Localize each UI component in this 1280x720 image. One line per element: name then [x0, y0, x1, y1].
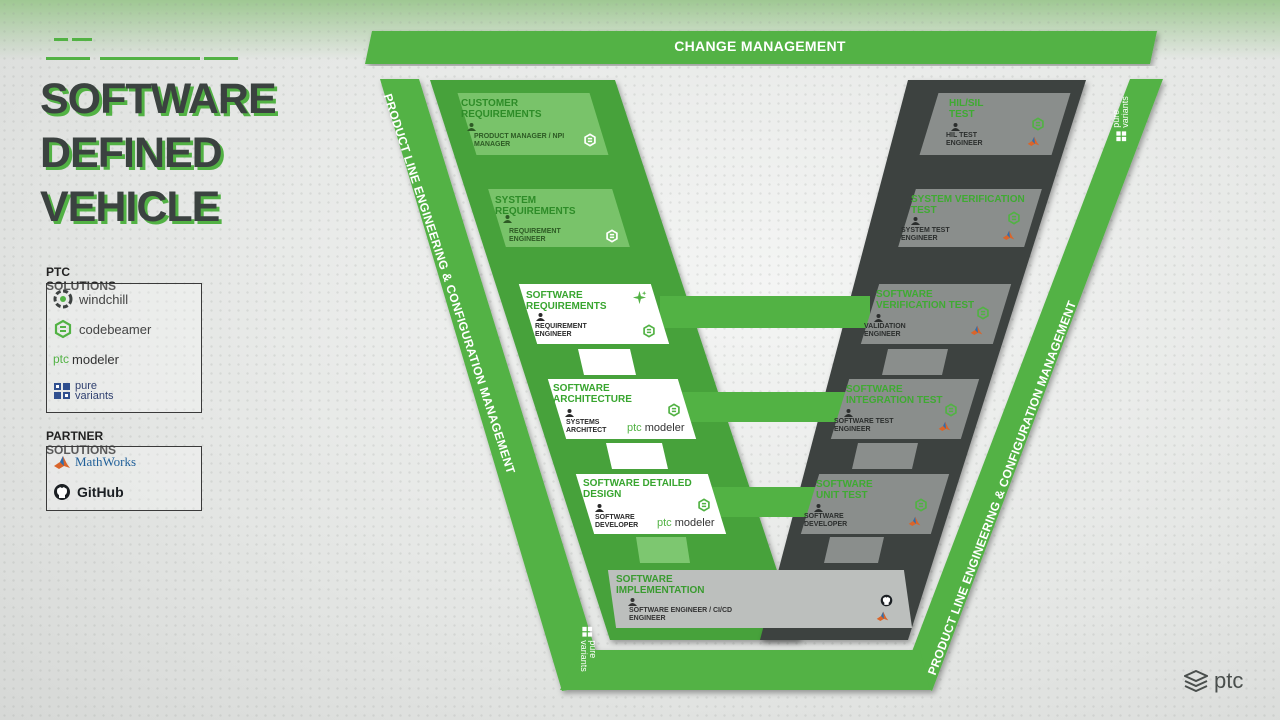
- person-icon: [814, 504, 823, 512]
- mathworks-icon: [1002, 230, 1015, 241]
- ptc-solutions-heading: PTC SOLUTIONS: [46, 265, 117, 293]
- person-icon: [628, 598, 637, 606]
- person-icon: [874, 314, 883, 322]
- github-icon: [54, 484, 70, 500]
- person-icon: [503, 215, 512, 223]
- stage-connectors: [660, 296, 870, 517]
- windchill-logo: windchill: [47, 284, 201, 314]
- ptc-logo-icon: [1184, 670, 1208, 692]
- pure-variants-icon: [54, 383, 70, 399]
- mathworks-icon: [908, 516, 921, 527]
- change-management-label: CHANGE MANAGEMENT: [674, 38, 846, 54]
- mathworks-icon: [938, 421, 951, 432]
- pure-variants-icon: [1115, 131, 1126, 142]
- mathworks-icon: [1027, 136, 1040, 147]
- pure-variants-logo: pure variants: [47, 374, 201, 408]
- small-blocks: [578, 349, 948, 563]
- outer-frame: [380, 79, 1163, 691]
- person-icon: [565, 409, 574, 417]
- change-management-band: [365, 31, 1157, 64]
- mathworks-icon: [876, 611, 889, 622]
- codebeamer-icon: [668, 403, 680, 417]
- ptc-modeler-mark: ptc modeler: [627, 422, 685, 434]
- mathworks-icon: [54, 456, 70, 469]
- stage-software-implementation[interactable]: SOFTWARE IMPLEMENTATION SOFTWARE ENGINEE…: [607, 570, 913, 628]
- github-logo: GitHub: [47, 477, 201, 507]
- page-title: SOFTWARE DEFINED VEHICLE: [40, 72, 277, 234]
- codebeamer-icon: [584, 133, 596, 147]
- person-icon: [467, 123, 476, 131]
- person-icon: [844, 409, 853, 417]
- github-icon: [880, 594, 893, 607]
- codebeamer-icon: [1008, 211, 1020, 225]
- mathworks-logo: MathWorks: [47, 447, 201, 477]
- codebeamer-icon: [698, 498, 710, 512]
- windchill-icon: [53, 289, 73, 309]
- person-icon: [951, 123, 960, 131]
- title-line-3: VEHICLE: [40, 183, 220, 231]
- stage-software-verification-test[interactable]: SOFTWARE VERIFICATION TEST VALIDATION EN…: [860, 284, 1012, 344]
- stage-system-verification-test[interactable]: SYSTEM VERIFICATION TEST SYSTEM TEST ENG…: [898, 189, 1042, 247]
- sparkle-icon: [632, 290, 647, 305]
- mathworks-icon: [970, 325, 983, 336]
- title-line-1: SOFTWARE: [40, 75, 277, 123]
- title-accent-lines: [46, 38, 238, 60]
- ptc-solutions-box: windchill codebeamer ptc modeler pure va…: [46, 283, 202, 413]
- ptc-brand-logo: ptc: [1184, 668, 1243, 694]
- pure-variants-icon: [582, 626, 593, 637]
- stage-software-requirements[interactable]: SOFTWARE REQUIREMENTS REQUIREMENT ENGINE…: [518, 284, 670, 344]
- stage-software-architecture[interactable]: SOFTWARE ARCHITECTURE SYSTEMS ARCHITECT …: [547, 379, 697, 439]
- codebeamer-icon: [1032, 117, 1044, 131]
- title-line-2: DEFINED: [40, 129, 223, 177]
- person-icon: [536, 313, 545, 321]
- stage-software-unit-test[interactable]: SOFTWARE UNIT TEST SOFTWARE DEVELOPER: [800, 474, 950, 534]
- codebeamer-icon: [977, 306, 989, 320]
- ptc-modeler-mark: ptc modeler: [657, 517, 715, 529]
- codebeamer-icon: [606, 229, 618, 243]
- ptc-modeler-logo: ptc modeler: [53, 351, 119, 367]
- stage-hil-sil-test[interactable]: HIL/SIL TEST HIL TEST ENGINEER: [919, 93, 1071, 155]
- codebeamer-icon: [945, 403, 957, 417]
- codebeamer-icon: [915, 498, 927, 512]
- codebeamer-icon: [643, 324, 655, 338]
- person-icon: [595, 504, 604, 512]
- stage-system-requirements[interactable]: SYSTEM REQUIREMENTS REQUIREMENT ENGINEER: [488, 189, 630, 247]
- stage-software-integration-test[interactable]: SOFTWARE INTEGRATION TEST SOFTWARE TEST …: [830, 379, 980, 439]
- stage-software-detailed-design[interactable]: SOFTWARE DETAILED DESIGN SOFTWARE DEVELO…: [575, 474, 727, 534]
- partner-solutions-box: MathWorks GitHub: [46, 446, 202, 511]
- codebeamer-logo: codebeamer: [47, 314, 201, 344]
- person-icon: [911, 217, 920, 225]
- codebeamer-icon: [54, 319, 72, 339]
- stage-customer-requirements[interactable]: CUSTOMER REQUIREMENTS PRODUCT MANAGER / …: [457, 93, 609, 155]
